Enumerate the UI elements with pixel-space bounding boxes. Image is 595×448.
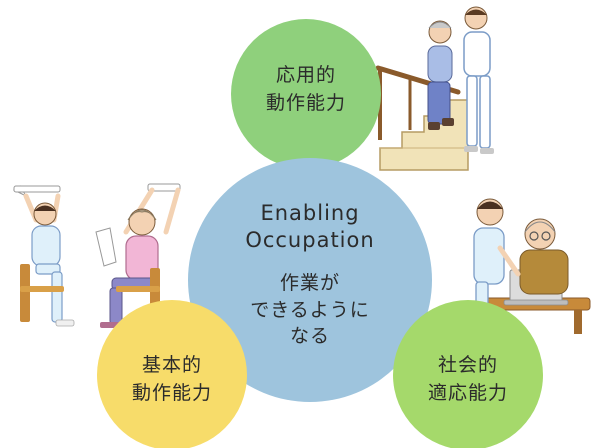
center-title-en: Enabling Occupation xyxy=(245,201,375,253)
circle-basic-motor xyxy=(97,300,247,448)
stairs-illustration xyxy=(375,6,494,171)
circle-center xyxy=(188,158,432,402)
circle-applied-motor xyxy=(231,19,381,169)
circle-social-adaptive xyxy=(393,300,543,448)
computer-illustration xyxy=(473,198,591,334)
basic-motor-label: 基本的 動作能力 xyxy=(131,354,212,404)
exercise-illustration xyxy=(13,183,181,330)
center-title-jp: 作業が できるように なる xyxy=(250,272,370,348)
social-adaptive-label: 社会的 適応能力 xyxy=(427,354,508,404)
applied-motor-label: 応用的 動作能力 xyxy=(265,64,346,114)
